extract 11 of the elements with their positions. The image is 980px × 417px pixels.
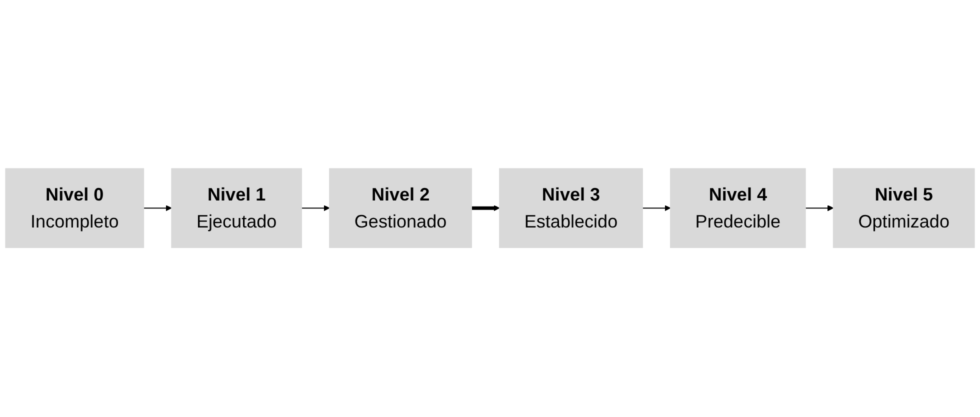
arrow xyxy=(302,205,330,212)
node-box: Nivel 1 Ejecutado xyxy=(171,168,302,248)
arrow xyxy=(144,205,172,212)
arrow xyxy=(806,205,834,212)
arrow xyxy=(472,205,500,212)
node-box: Nivel 3 Establecido xyxy=(499,168,643,248)
node-box: Nivel 5 Optimizado xyxy=(832,168,975,248)
node-box: Nivel 2 Gestionado xyxy=(329,168,472,248)
node-box: Nivel 4 Predecible xyxy=(670,168,806,248)
arrow xyxy=(642,205,671,212)
node-box: Nivel 0 Incompleto xyxy=(5,168,144,248)
